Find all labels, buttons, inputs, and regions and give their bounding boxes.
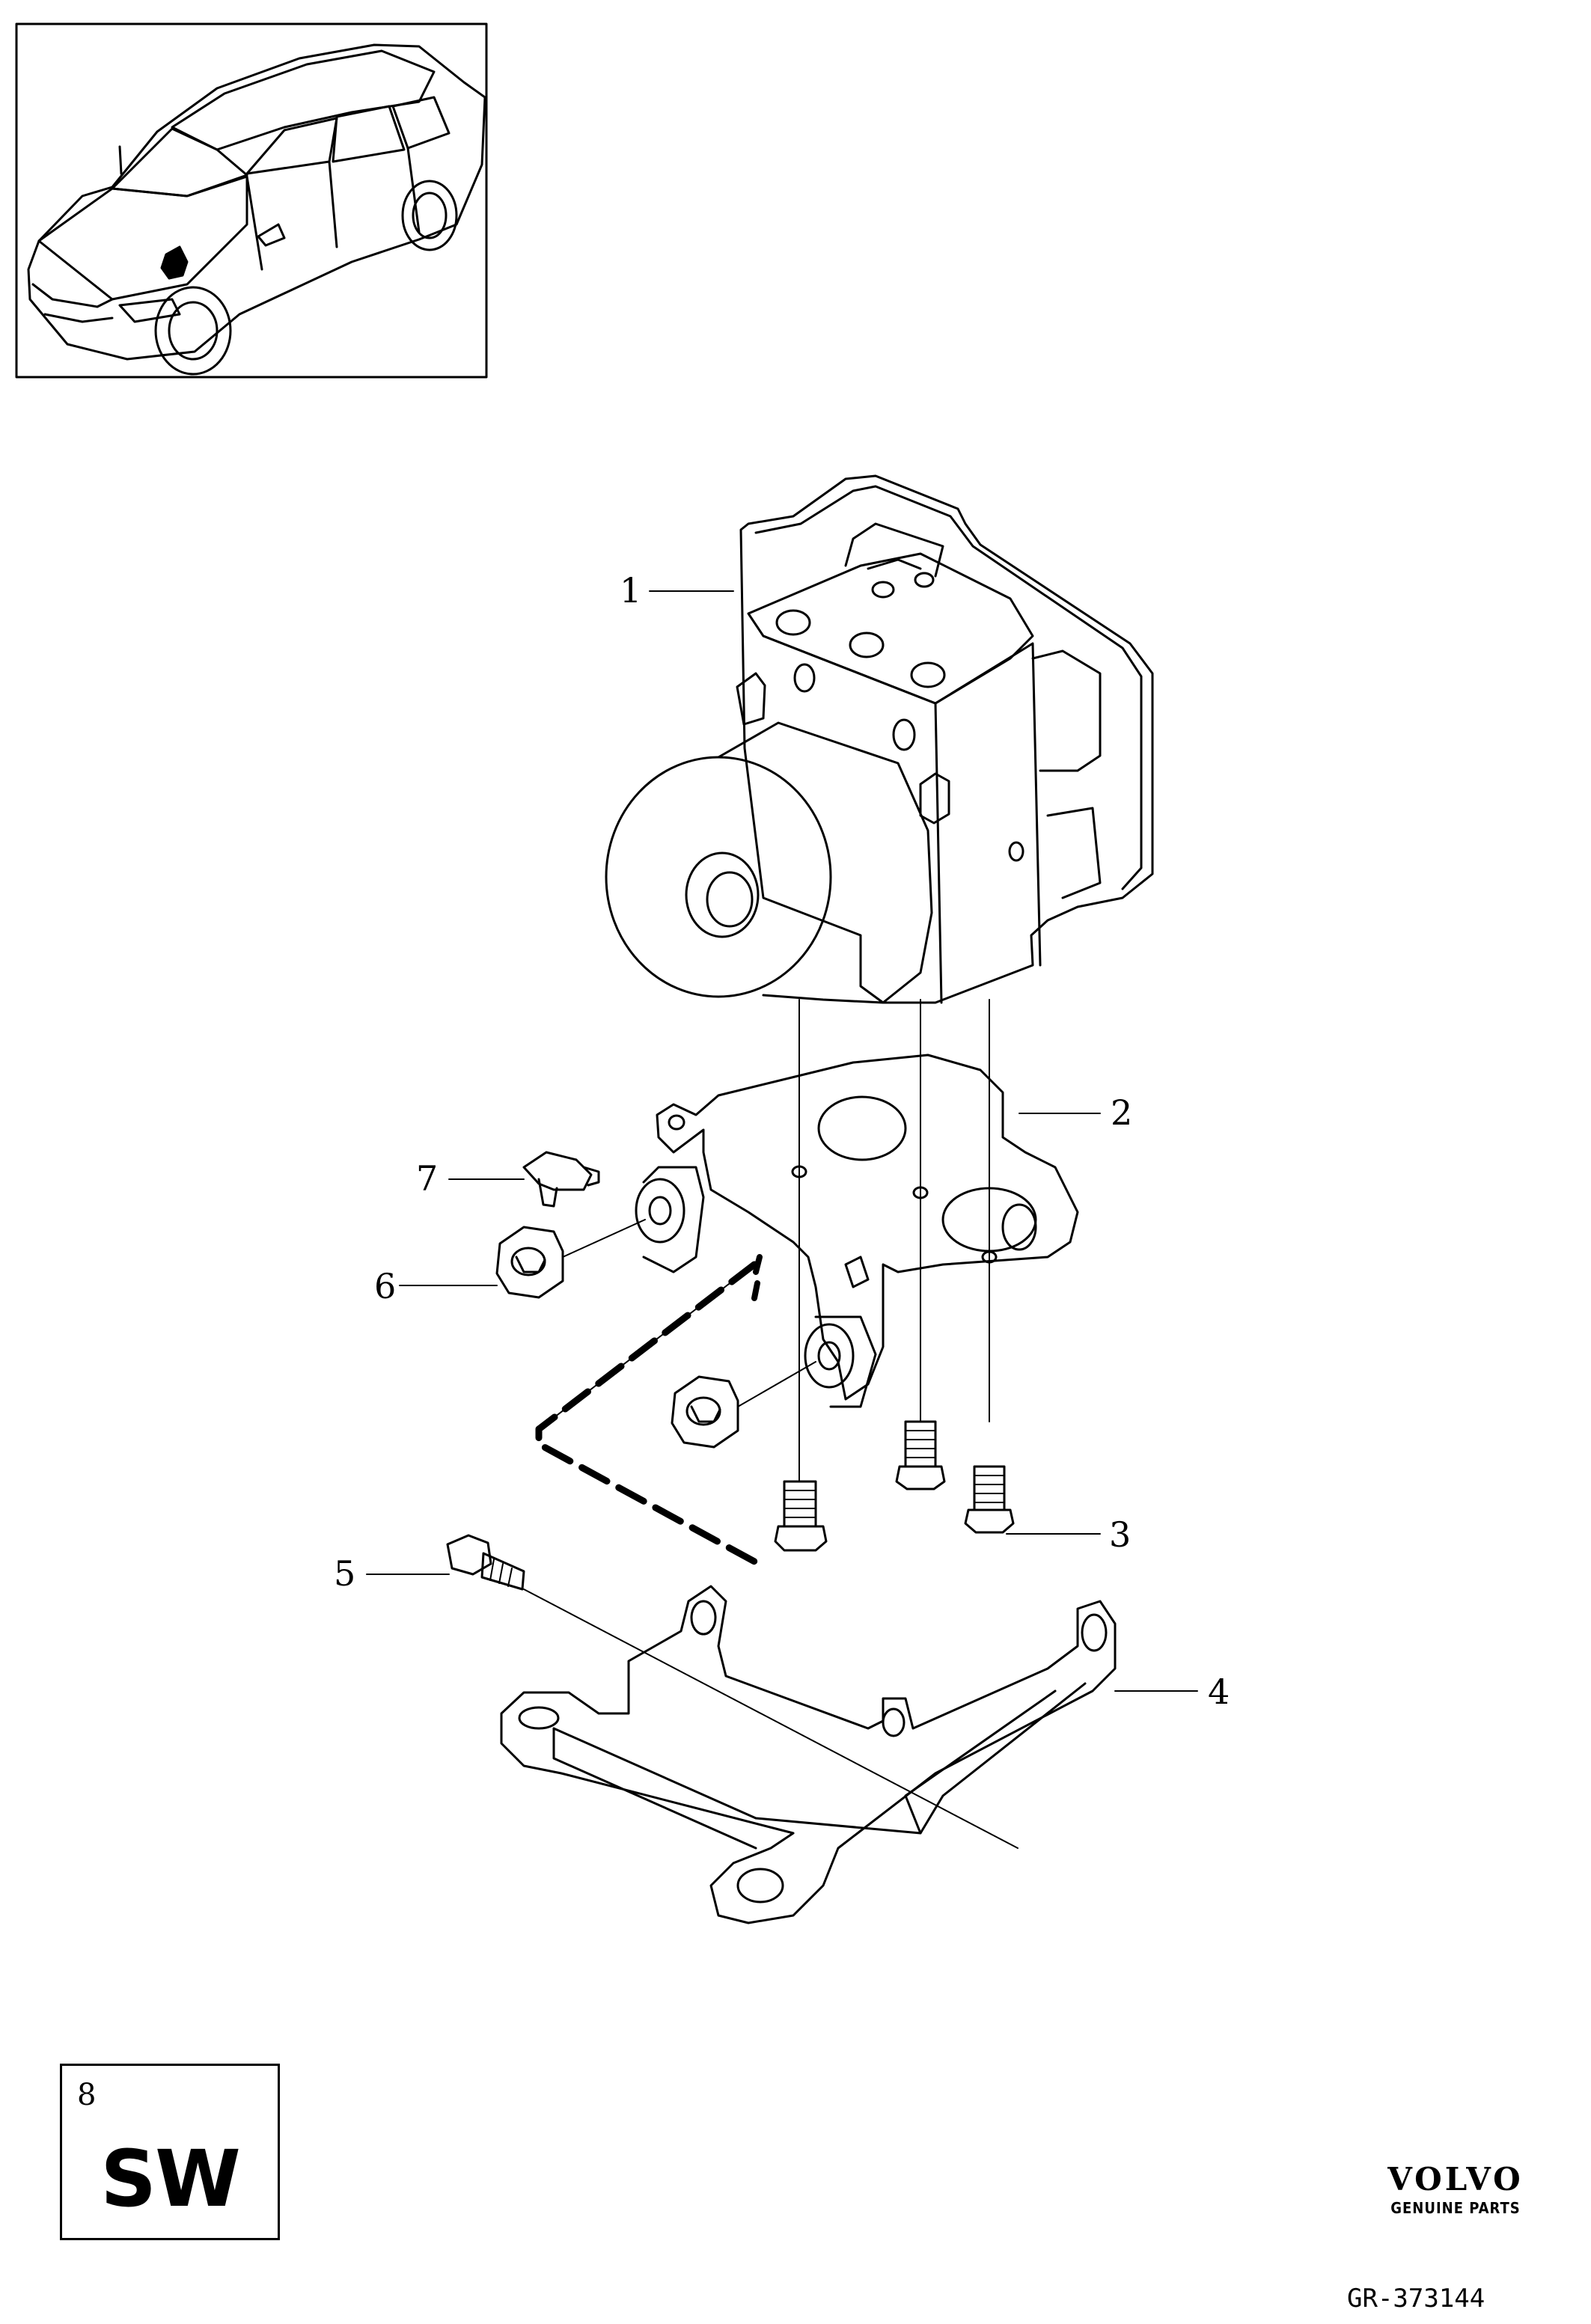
- clip: [522, 1151, 600, 1208]
- flange-nut: [495, 1226, 739, 1449]
- car-locator-icon: [15, 22, 488, 379]
- flange-bolt: [446, 1534, 525, 1591]
- brand-logo: VOLVO GENUINE PARTS: [1362, 2161, 1549, 2217]
- callout-4: 4: [1208, 1672, 1230, 1712]
- callout-7: 7: [416, 1158, 439, 1199]
- variant-code: SW: [100, 2133, 241, 2224]
- callout-6: 6: [374, 1266, 397, 1306]
- callout-5: 5: [334, 1553, 356, 1594]
- callout-3: 3: [1109, 1514, 1132, 1555]
- callout-1: 1: [620, 570, 642, 611]
- variant-box: 8 SW: [60, 2064, 280, 2240]
- abs-module-icon: [605, 474, 1154, 1482]
- variant-number: 8: [77, 2078, 97, 2112]
- reference-code: GR-373144: [1347, 2284, 1485, 2314]
- hex-bolt: [774, 1420, 1015, 1552]
- bracket-upper: [635, 1054, 1079, 1408]
- brand-tagline: GENUINE PARTS: [1390, 2199, 1521, 2217]
- callout-2: 2: [1111, 1092, 1133, 1133]
- brand-name: VOLVO: [1387, 2161, 1524, 2198]
- bracket-lower: [500, 1585, 1117, 1924]
